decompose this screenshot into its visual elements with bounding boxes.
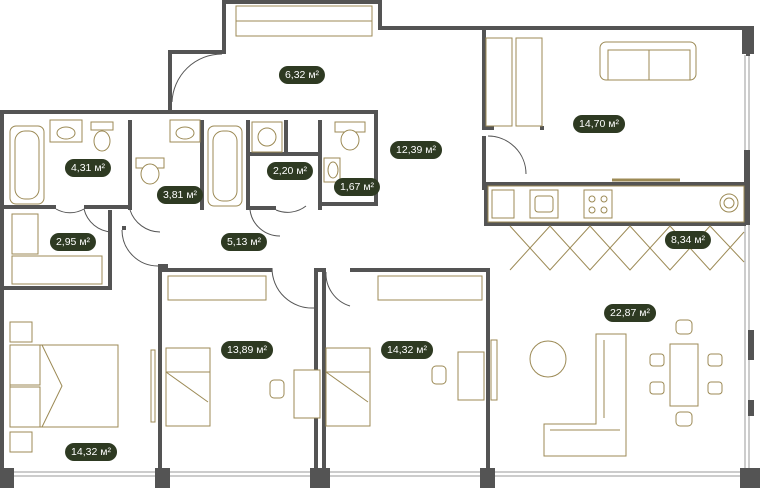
windows [14,55,750,477]
toilet-3 [334,121,366,151]
bathtub-1 [9,125,45,205]
tv-bedroom-3 [490,339,498,401]
room-label-living-upper: 14,70 м² [573,115,625,133]
door-swings [55,53,527,309]
wardrobe-vertical [485,37,543,127]
room-label-hall-top: 6,32 м² [278,66,326,84]
room-label-bath-1: 4,31 м² [64,159,112,177]
sink-2 [169,119,201,143]
room-label-laundry: 2,20 м² [266,162,314,180]
wardrobe-top [235,5,373,37]
toilet-2 [135,157,165,185]
dining-table [649,319,723,427]
kitchen-tiles [509,225,745,271]
tv-master [150,349,156,423]
room-label-bedroom-2: 13,89 м² [221,341,273,359]
bed-master [9,321,119,453]
sink-1 [49,119,83,143]
room-label-hall-small: 5,13 м² [220,233,268,251]
coffee-table [529,340,567,378]
room-label-bath-2: 3,81 м² [156,186,204,204]
wardrobe-bedroom-3 [377,275,483,301]
room-label-living-main: 22,87 м² [604,304,656,322]
kitchen-counter [487,185,745,223]
toilet-1 [90,121,114,152]
room-label-bedroom-master: 14,32 м² [65,443,117,461]
bed-bedroom-2 [165,347,211,427]
sink-3 [323,157,341,183]
room-label-closet: 2,95 м² [49,233,97,251]
wardrobe-bedroom-2 [167,275,267,301]
washing-machine [251,121,283,153]
desk-bedroom-2 [269,369,321,419]
desk-bedroom-3 [431,351,485,401]
sofa-upper [599,41,697,81]
bed-bedroom-3 [325,347,371,427]
room-label-corridor: 12,39 м² [390,141,442,159]
bathtub-2 [207,125,243,207]
room-label-wc: 1,67 м² [333,178,381,196]
room-label-kitchen: 8,34 м² [664,231,712,249]
room-label-bedroom-3: 14,32 м² [381,341,433,359]
corner-sofa [543,333,627,457]
furniture [9,5,745,457]
closet-shelves [11,213,103,285]
